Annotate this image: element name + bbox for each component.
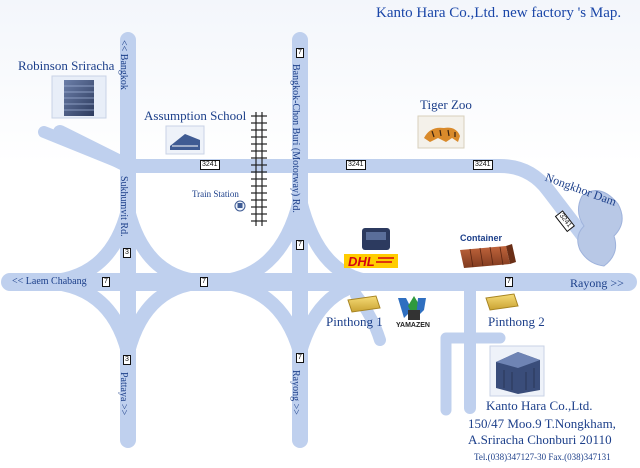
road-local-3 <box>440 332 506 416</box>
road-curve-m4 <box>293 275 387 359</box>
assumption-label: Assumption School <box>144 108 247 123</box>
tiger-zoo-label: Tiger Zoo <box>420 97 472 112</box>
route-shield-3: 3 <box>123 248 131 258</box>
train-icon <box>234 200 246 212</box>
rayong-right-label: Rayong >> <box>570 276 624 290</box>
company-address-line2: A.Sriracha Chonburi 20110 <box>468 432 612 447</box>
pinthong1-label: Pinthong 1 <box>326 314 383 329</box>
road-curve-s4 <box>121 275 217 359</box>
route-shield-7: 7 <box>102 277 110 287</box>
pinthong2-label: Pinthong 2 <box>488 314 545 329</box>
road-curve-m3 <box>203 275 307 359</box>
route-shield-7: 7 <box>296 48 304 58</box>
road-robinson-link <box>38 126 134 172</box>
road-curve-s2 <box>121 203 217 289</box>
route-shield-7: 7 <box>296 353 304 363</box>
road-curve-s1 <box>33 203 135 289</box>
railway <box>251 112 267 226</box>
route-shield-7: 7 <box>505 277 513 287</box>
company-name: Kanto Hara Co.,Ltd. <box>486 398 593 413</box>
tiger-icon <box>417 115 465 149</box>
school-building-icon <box>165 125 205 155</box>
dhl-logo-icon: DHL <box>344 254 398 269</box>
nongkhor-dam-water <box>577 190 623 267</box>
pinthong1-icon <box>347 295 381 313</box>
bangkok-road-label: << Bangkok <box>118 40 129 90</box>
yamazen-label: YAMAZEN <box>396 322 430 329</box>
company-address-line1: 150/47 Moo.9 T.Nongkham, <box>468 416 616 431</box>
sukhumvit-label: Sukhumvit Rd. <box>118 176 129 237</box>
container-label: Container <box>460 233 503 243</box>
company-contact: Tel.(038)347127-30 Fax.(038)347131 <box>474 452 611 462</box>
road-curve-s3 <box>33 275 135 359</box>
map-title: Kanto Hara Co.,Ltd. new factory 's Map. <box>376 5 622 21</box>
route-shield-3241: 3241 <box>473 160 493 170</box>
kanto-hara-factory-icon <box>489 345 545 397</box>
yamazen-logo-icon <box>398 296 426 320</box>
rayong-down-label: Rayong >> <box>290 370 301 415</box>
route-shield-7: 7 <box>200 277 208 287</box>
pinthong2-icon <box>485 293 519 311</box>
road-3241 <box>53 125 607 265</box>
dhl-truck-icon <box>362 228 390 250</box>
route-shield-3241: 3241 <box>200 160 220 170</box>
route-shield-3: 3 <box>123 355 131 365</box>
robinson-label: Robinson Sriracha <box>18 58 115 73</box>
road-curve-m1 <box>203 193 307 289</box>
route-shield-3241: 3241 <box>346 160 366 170</box>
container-icon <box>460 244 516 268</box>
train-station-label: Train Station <box>192 189 239 199</box>
motorway-label: Bangkok-Chon Buri (Motorway) Rd. <box>290 64 301 213</box>
svg-text:DHL: DHL <box>348 254 375 269</box>
laem-chabang-label: << Laem Chabang <box>12 276 87 287</box>
pattaya-label: Pattaya >> <box>118 372 129 416</box>
robinson-building-icon <box>51 75 107 119</box>
route-shield-7: 7 <box>296 240 304 250</box>
